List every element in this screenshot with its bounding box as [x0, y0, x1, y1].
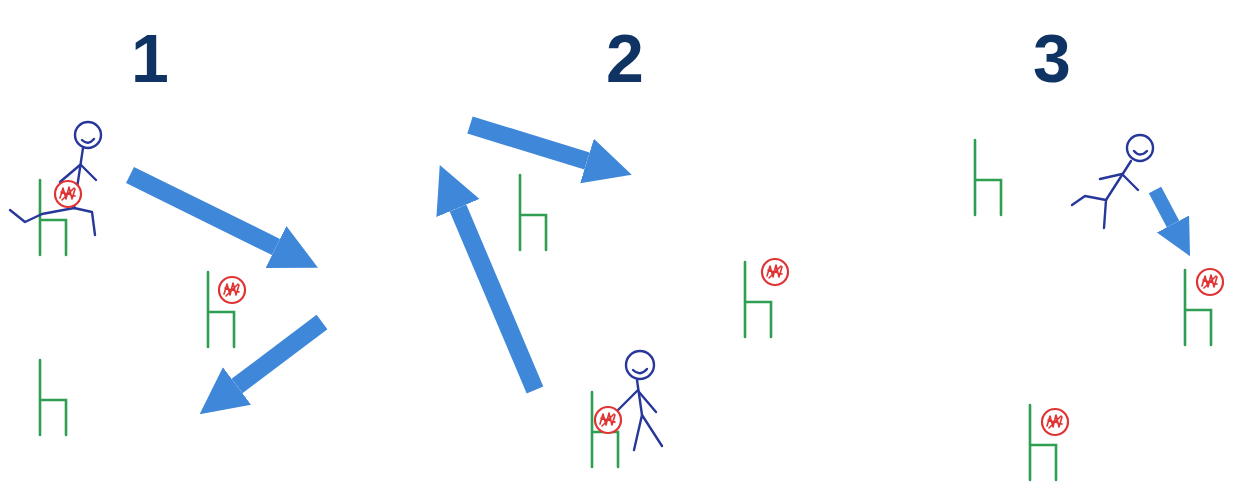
move-arrow: [130, 175, 276, 247]
chair: [520, 175, 546, 250]
ball: [595, 407, 621, 433]
ball: [219, 277, 245, 303]
move-arrow: [237, 322, 322, 386]
ball: [55, 181, 81, 207]
ball: [1042, 409, 1068, 435]
chair: [975, 140, 1001, 215]
ball: [1197, 269, 1223, 295]
panel-number: 3: [1033, 24, 1071, 92]
stick-figure: [10, 122, 101, 235]
move-arrow: [458, 208, 535, 390]
stick-figure: [1072, 135, 1153, 228]
move-arrow: [470, 125, 587, 161]
panel-number: 1: [131, 24, 169, 92]
move-arrow: [1155, 190, 1173, 224]
panel-number: 2: [606, 24, 644, 92]
chair: [40, 360, 66, 435]
ball: [762, 259, 788, 285]
stick-figure: [618, 351, 662, 450]
